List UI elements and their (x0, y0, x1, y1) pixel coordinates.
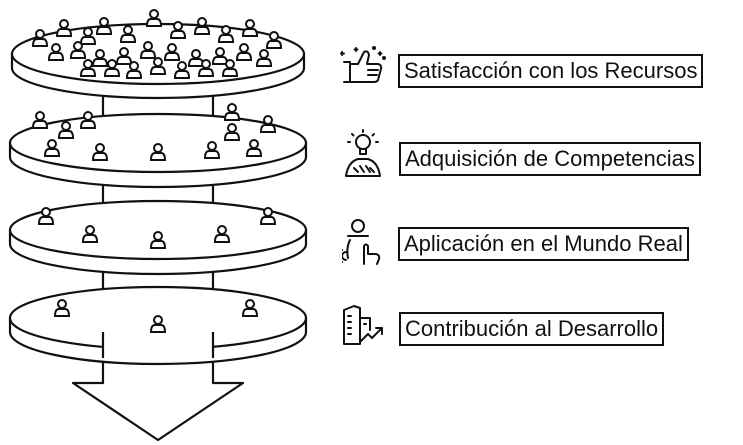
person-icon (37, 207, 55, 225)
person-icon (149, 315, 167, 333)
person-icon (119, 25, 137, 43)
person-icon (91, 49, 109, 67)
person-icon (241, 19, 259, 37)
person-icon (173, 61, 191, 79)
person-icon (31, 29, 49, 47)
person-icon (55, 19, 73, 37)
person-icon (47, 43, 65, 61)
level-label-2: Adquisición de Competencias (399, 142, 701, 176)
person-icon (125, 61, 143, 79)
person-icon (149, 231, 167, 249)
person-icon (213, 225, 231, 243)
person-icon (169, 21, 187, 39)
person-icon (163, 43, 181, 61)
person-icon (235, 43, 253, 61)
person-icon (223, 123, 241, 141)
person-lightbulb-icon (345, 129, 381, 177)
person-icon (223, 103, 241, 121)
person-icon (149, 57, 167, 75)
person-icon (259, 207, 277, 225)
level-label-4: Contribución al Desarrollo (399, 312, 665, 346)
person-icon (187, 49, 205, 67)
person-icon (145, 9, 163, 27)
person-icon (79, 111, 97, 129)
person-icon (79, 27, 97, 45)
thumbs-up-icon (340, 46, 386, 83)
person-icon (139, 41, 157, 59)
person-icon (265, 31, 283, 49)
person-icon (115, 47, 133, 65)
down-arrow (71, 356, 245, 442)
level-label-3: Aplicación en el Mundo Real (398, 227, 689, 261)
person-icon (221, 59, 239, 77)
building-growth-icon (343, 305, 383, 345)
person-touch-icon (342, 219, 381, 265)
person-icon (241, 299, 259, 317)
person-icon (193, 17, 211, 35)
person-icon (95, 17, 113, 35)
person-icon (259, 115, 277, 133)
person-icon (203, 141, 221, 159)
person-icon (57, 121, 75, 139)
person-icon (103, 59, 121, 77)
person-icon (79, 59, 97, 77)
person-icon (197, 59, 215, 77)
person-icon (31, 111, 49, 129)
person-icon (81, 225, 99, 243)
person-icon (245, 139, 263, 157)
person-icon (217, 25, 235, 43)
person-icon (69, 41, 87, 59)
person-icon (255, 49, 273, 67)
person-icon (91, 143, 109, 161)
level-label-1: Satisfacción con los Recursos (398, 54, 704, 88)
person-icon (53, 299, 71, 317)
person-icon (43, 139, 61, 157)
person-icon (149, 143, 167, 161)
